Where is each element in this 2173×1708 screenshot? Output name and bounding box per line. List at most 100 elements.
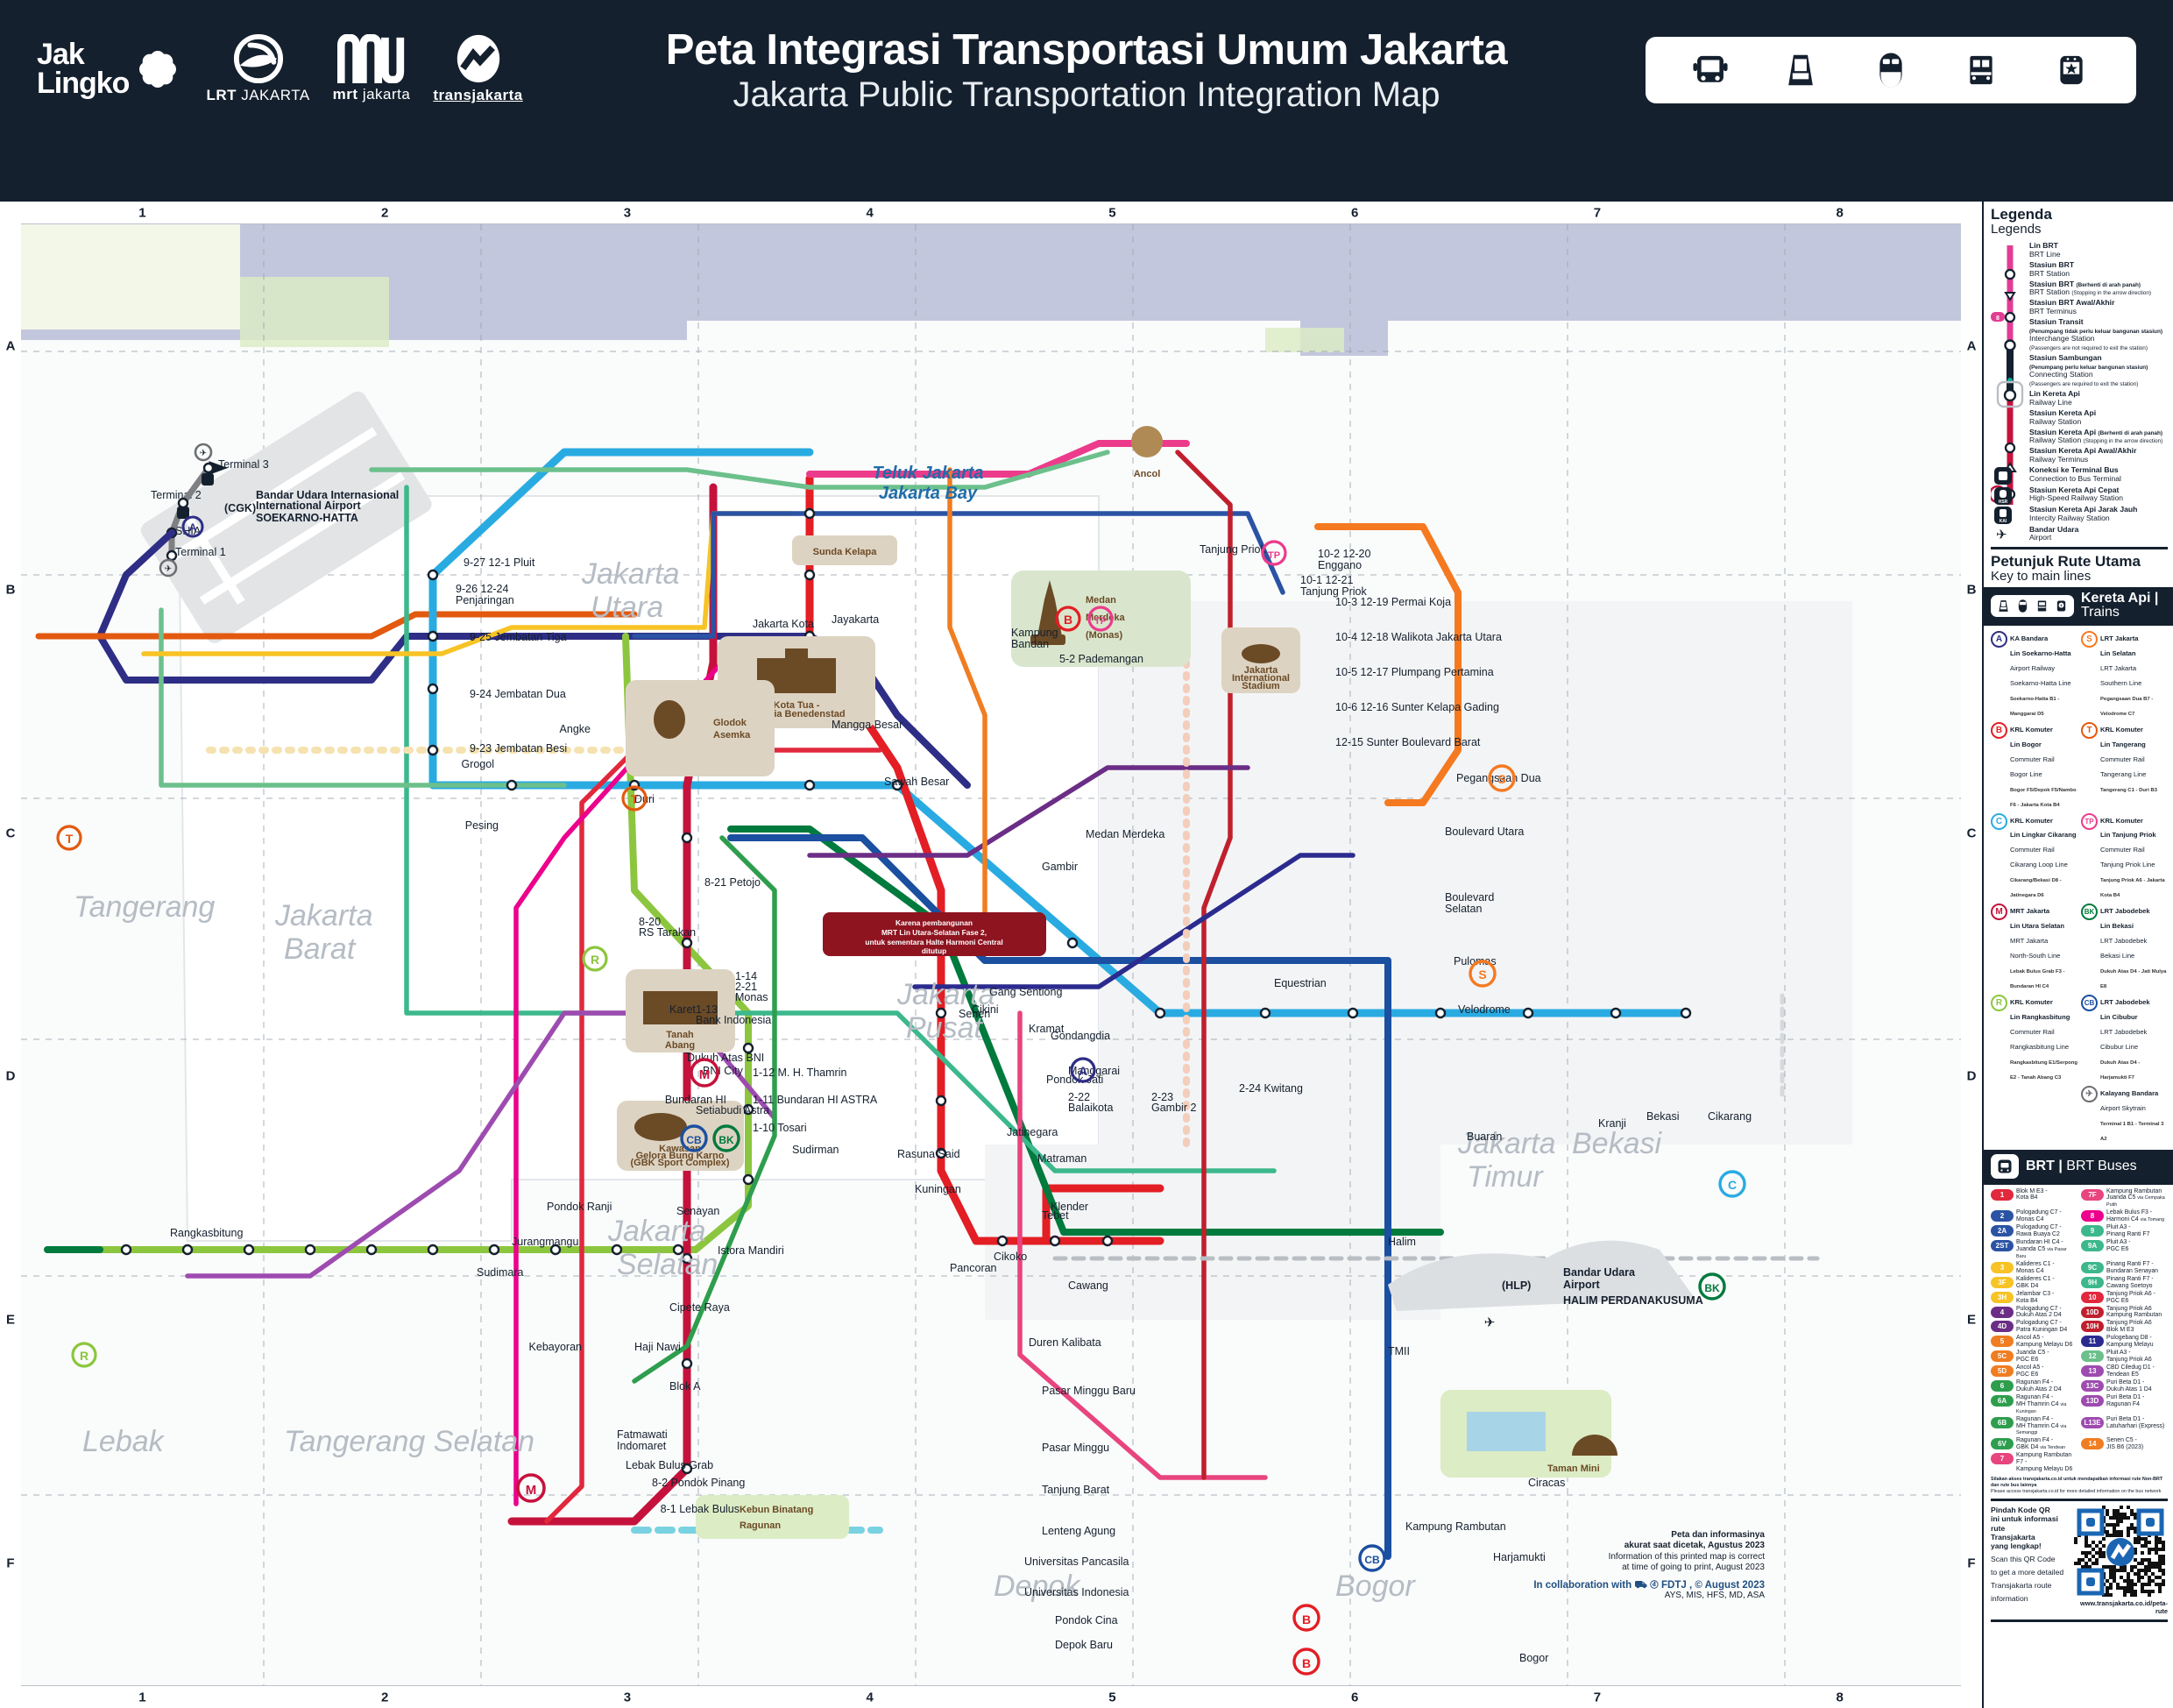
legend-item-connecting: Stasiun Sambungan (Penumpang perlu kelua… bbox=[2029, 353, 2148, 388]
transit-map-svg[interactable]: .ln { fill:none; stroke-linecap:round; s… bbox=[21, 224, 1961, 1685]
svg-text:Stadium: Stadium bbox=[1242, 681, 1280, 691]
svg-text:In collaboration with ⛟ ⓓ FDTJ: In collaboration with ⛟ ⓓ FDTJ , © Augus… bbox=[1533, 1580, 1765, 1591]
brt-route-badge: 3H bbox=[1991, 1291, 2014, 1303]
brt-route-label: Pulogebang D8 -Kampung Melayu bbox=[2106, 1335, 2154, 1349]
qr-section[interactable]: Pindah Kode QR ini untuk informasi rute … bbox=[1991, 1506, 2168, 1615]
svg-text:Ciracas: Ciracas bbox=[1528, 1477, 1565, 1489]
page-header: Jak Lingko LRT JAKARTA bbox=[0, 0, 2173, 202]
legend-item-railway-station: Stasiun Kereta Api Railway Station bbox=[2029, 408, 2097, 426]
svg-text:Bekasi: Bekasi bbox=[1572, 1127, 1662, 1160]
legend-item-interchange: Stasiun Transit (Penumpang tidak perlu k… bbox=[2029, 317, 2162, 352]
svg-text:B: B bbox=[1302, 1656, 1311, 1670]
svg-text:Kebayoran: Kebayoran bbox=[529, 1341, 583, 1353]
trains-icon-chip: ✈ bbox=[1991, 594, 2074, 617]
svg-text:1-14: 1-14 bbox=[735, 970, 757, 982]
airport-halim: ✈ (HLP) Bandar Udara Airport HALIM PERDA… bbox=[1388, 1240, 1703, 1330]
svg-text:✈: ✈ bbox=[1484, 1315, 1496, 1330]
legend-label-id: Stasiun BRT bbox=[2029, 259, 2075, 269]
service-notice: Karena pembangunan MRT Lin Utara-Selatan… bbox=[823, 912, 1046, 956]
svg-text:10-5 12-17 Plumpang Pertamina: 10-5 12-17 Plumpang Pertamina bbox=[1335, 666, 1494, 678]
grid-col-4: 4 bbox=[866, 1690, 874, 1705]
svg-text:Klender: Klender bbox=[1051, 1201, 1088, 1213]
brt-route-badge: 8 bbox=[2081, 1210, 2104, 1223]
svg-text:at time of going to print, Aug: at time of going to print, August 2023 bbox=[1622, 1563, 1765, 1572]
grid-col-5: 5 bbox=[1108, 205, 1116, 221]
brt-route-badge: 2ST bbox=[1991, 1240, 2014, 1252]
svg-text:Cawang: Cawang bbox=[1068, 1279, 1108, 1292]
lrt-caption: JAKARTA bbox=[241, 87, 310, 103]
line-badge: C bbox=[1991, 812, 2007, 830]
brt-route-label: Kalideres C1 -GBK D4 bbox=[2016, 1275, 2055, 1289]
svg-text:Ragunan: Ragunan bbox=[740, 1520, 781, 1531]
svg-text:(Monas): (Monas) bbox=[1086, 630, 1123, 641]
qr-code[interactable] bbox=[2073, 1506, 2167, 1599]
grid-col-2: 2 bbox=[380, 1690, 389, 1705]
svg-text:Grogol: Grogol bbox=[461, 758, 494, 770]
grid-row-D: D bbox=[5, 1068, 16, 1084]
brt-route-label: Pinang Ranti F7 -Bundaran Senayan bbox=[2106, 1260, 2159, 1274]
brt-route-label: Blok M E3 -Kota B4 bbox=[2016, 1187, 2048, 1201]
svg-text:T: T bbox=[631, 792, 639, 806]
svg-text:RS Tarakan: RS Tarakan bbox=[639, 926, 696, 939]
brt-route-label: Juanda C5 -PGC E6 bbox=[2016, 1350, 2049, 1364]
svg-text:Gambir 2: Gambir 2 bbox=[1151, 1102, 1196, 1114]
svg-text:Jakarta Bay: Jakarta Bay bbox=[879, 484, 978, 503]
svg-text:TP: TP bbox=[1268, 550, 1280, 561]
svg-text:SHIA: SHIA bbox=[175, 525, 202, 537]
svg-text:Jakarta: Jakarta bbox=[581, 557, 680, 591]
landmark-sunda-kelapa: Sunda Kelapa bbox=[792, 535, 897, 565]
map-canvas[interactable]: .ln { fill:none; stroke-linecap:round; s… bbox=[21, 224, 1961, 1685]
svg-text:Angke: Angke bbox=[560, 723, 591, 735]
grid-row-A: A bbox=[5, 338, 16, 354]
svg-text:Rangkasbitung: Rangkasbitung bbox=[170, 1227, 243, 1239]
legend-panel[interactable]: Legenda Legends 8 M Lin BRT BRT Line bbox=[1982, 202, 2173, 1708]
brt-route-label: Pinang Ranti F7 -Cawang Soetoyo bbox=[2106, 1275, 2154, 1289]
svg-text:Cikarang: Cikarang bbox=[1708, 1110, 1752, 1123]
